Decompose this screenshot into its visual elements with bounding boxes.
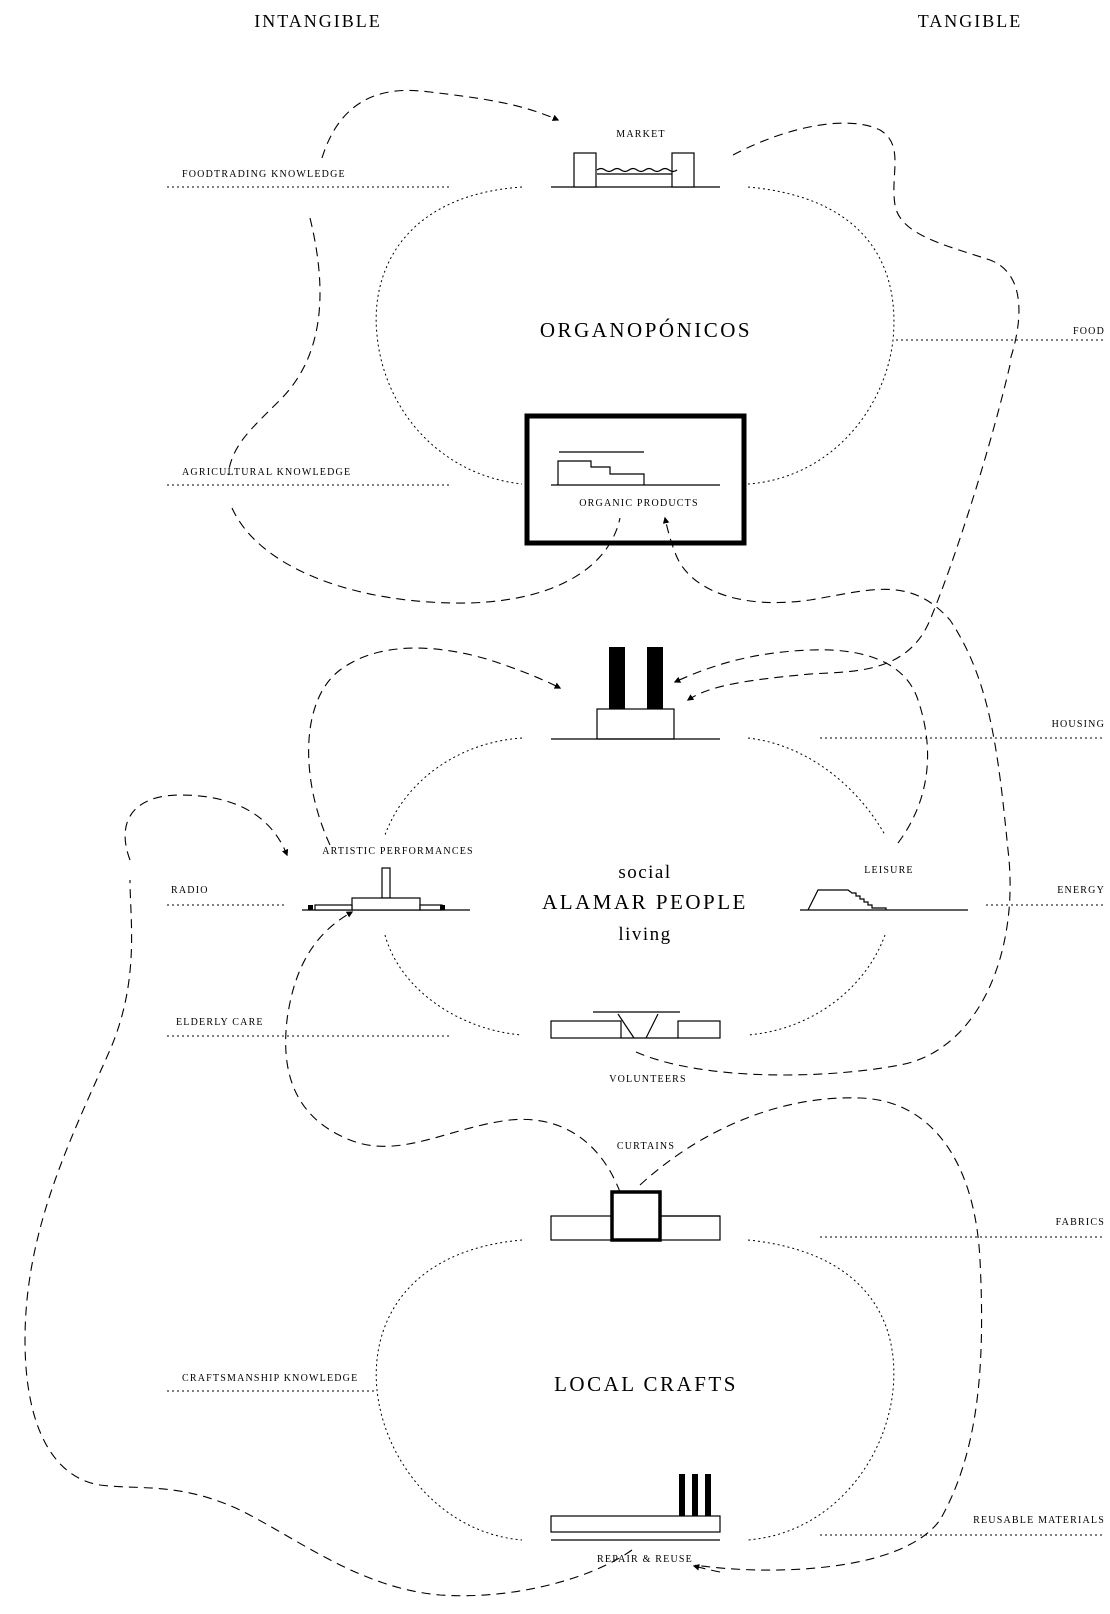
curtains-icon (550, 1190, 721, 1242)
workshop-icon (550, 1474, 721, 1541)
alamar-title-main: ALAMAR PEOPLE (542, 890, 748, 914)
label-food: FOOD (1073, 326, 1105, 337)
flow-curtains-right-loop (639, 1097, 983, 1571)
artistic-performances-label: ARTISTIC PERFORMANCES (322, 846, 474, 857)
organic-products-label: ORGANIC PRODUCTS (579, 498, 699, 509)
flow-repair-to-radio (24, 879, 633, 1597)
market-label: MARKET (616, 129, 665, 140)
alamar-title-top: social (618, 862, 671, 883)
alamar-boundary-top-left (384, 737, 523, 836)
crafts-boundary-left (375, 1239, 523, 1541)
label-foodtrading-knowledge: FOODTRADING KNOWLEDGE (182, 169, 346, 180)
label-agricultural-knowledge: AGRICULTURAL KNOWLEDGE (182, 467, 351, 478)
label-radio: RADIO (171, 885, 209, 896)
label-craftsmanship-knowledge: CRAFTSMANSHIP KNOWLEDGE (182, 1373, 358, 1384)
volunteers-label: VOLUNTEERS (609, 1074, 687, 1085)
market-icon (551, 152, 720, 188)
cluster-title-local-crafts: LOCAL CRAFTS (554, 1372, 738, 1396)
alamar-boundary-bottom-left (384, 934, 523, 1036)
label-fabrics: FABRICS (1056, 1217, 1105, 1228)
flow-elderly-to-artistic (285, 911, 621, 1193)
label-energy: ENERGY (1057, 885, 1105, 896)
header-tangible: TANGIBLE (918, 11, 1023, 31)
flow-curtains-arrow-head (692, 1564, 721, 1573)
flow-volunteers-to-organic (635, 516, 1011, 1076)
label-reusable-materials: REUSABLE MATERIALS (973, 1515, 1105, 1526)
flow-foodtrading-to-market (321, 89, 560, 159)
alamar-title-bottom: living (618, 924, 671, 945)
flow-left-loop-organoponicos (227, 217, 321, 476)
alamar-cluster: social ALAMAR PEOPLE living ARTISTIC PER… (302, 647, 968, 1085)
curtains-label: CURTAINS (617, 1141, 675, 1152)
flow-artistic-to-housing (308, 647, 562, 846)
leisure-icon (800, 889, 968, 911)
organoponicos-boundary-left (375, 186, 523, 485)
flow-radio-to-artistic (124, 794, 289, 861)
flow-leisure-to-housing (673, 649, 929, 844)
housing-towers-icon (551, 647, 720, 740)
crafts-boundary-right (747, 1239, 895, 1541)
alamar-boundary-bottom-right (747, 934, 886, 1036)
label-housing: HOUSING (1052, 719, 1105, 730)
crafts-cluster: LOCAL CRAFTS CURTAINS REPAIR & REUSE (375, 1141, 895, 1565)
organoponicos-boundary-right (747, 186, 895, 485)
repair-reuse-label: REPAIR & REUSE (597, 1554, 693, 1565)
leisure-label: LEISURE (864, 865, 914, 876)
stage-icon (302, 867, 470, 911)
volunteers-icon (550, 1011, 721, 1039)
organoponicos-cluster: ORGANOPÓNICOS MARKET ORGANIC PRODUCTS (375, 129, 895, 546)
flow-lines (24, 89, 1020, 1597)
field-terraces-icon (551, 451, 720, 486)
organic-products-node: ORGANIC PRODUCTS (524, 413, 747, 546)
flow-agricultural-to-organic (231, 507, 621, 604)
flow-food-to-housing (686, 364, 1011, 701)
label-elderly-care: ELDERLY CARE (176, 1017, 264, 1028)
flow-market-right-loop (732, 122, 1020, 361)
cluster-title-organoponicos: ORGANOPÓNICOS (540, 318, 752, 342)
header-intangible: INTANGIBLE (254, 11, 382, 31)
organic-products-frame (524, 413, 747, 546)
alamar-boundary-top-right (747, 737, 886, 836)
